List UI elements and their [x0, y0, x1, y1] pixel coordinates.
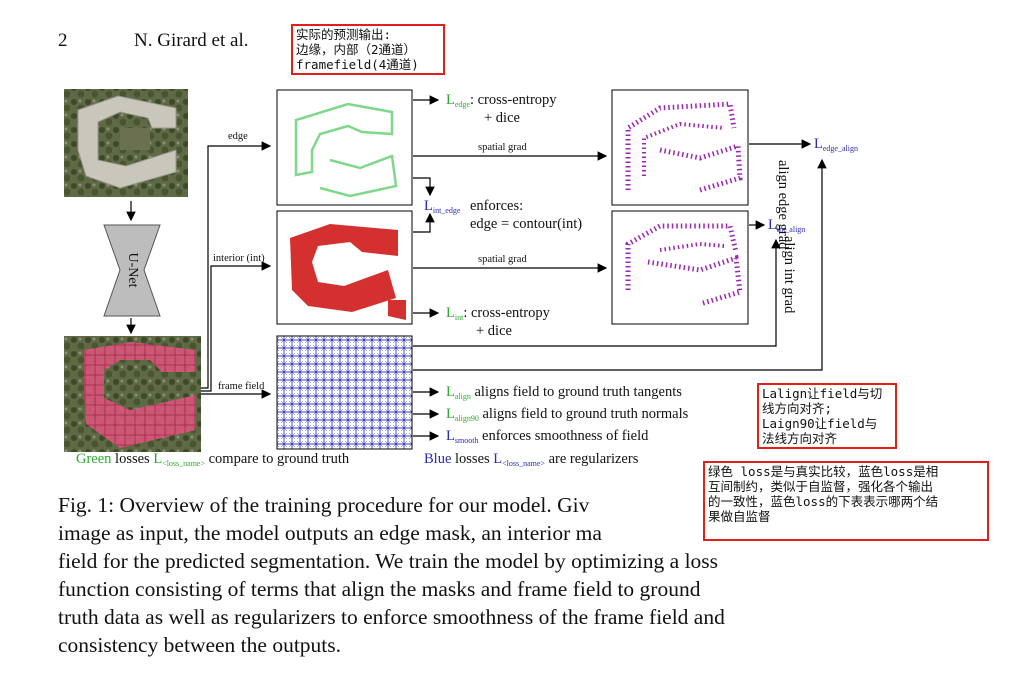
note-line: 互间制约，类似于自监督，强化各个输出 — [708, 479, 934, 494]
align-annotation-note: Lalign让field与切 线方向对齐; Laign90让field与 法线方… — [757, 383, 897, 449]
loss-int-line2: + dice — [476, 323, 512, 339]
loss-symbol: L — [446, 92, 455, 108]
legend-green: Green losses L<loss_name> compare to gro… — [76, 451, 349, 468]
loss-text: aligns field to ground truth tangents — [474, 384, 682, 400]
loss-annotation-note: 绿色 loss是与真实比较，蓝色loss是相 互间制约，类似于自监督，强化各个输… — [703, 461, 989, 541]
loss-int-edge-text: enforces: — [470, 198, 524, 214]
legend-text: compare to ground truth — [208, 451, 350, 467]
align-edge-grad-label: align edge grad — [775, 160, 791, 250]
figure-caption: Fig. 1: Overview of the training procedu… — [58, 491, 878, 659]
loss-edge-line2: + dice — [484, 110, 520, 126]
align-int-grad-label: align int grad — [781, 236, 797, 314]
loss-subscript: <loss_name> — [502, 459, 545, 468]
spatial-grad-label: spatial grad — [478, 142, 527, 153]
branch-label-edge: edge — [228, 131, 248, 142]
legend-word: Green — [76, 451, 112, 467]
loss-symbol: L — [493, 451, 503, 467]
loss-edge-align: Ledge_align — [814, 136, 858, 153]
loss-subscript: align — [454, 392, 471, 401]
loss-symbol: L — [446, 406, 455, 422]
loss-int-edge-text2: edge = contour(int) — [470, 216, 583, 232]
loss-align90: Lalign90 aligns field to ground truth no… — [446, 406, 688, 423]
note-line: 实际的预测输出: — [296, 27, 392, 42]
legend-text: losses — [115, 451, 150, 467]
loss-int-align: Lint_align — [768, 217, 805, 234]
legend-word: Blue — [424, 451, 452, 467]
unet-shape — [103, 224, 161, 317]
legend-blue: Blue losses L<loss_name> are regularizer… — [424, 451, 638, 468]
loss-int: Lint: cross-entropy — [446, 305, 550, 322]
spatial-grad-label: spatial grad — [478, 254, 527, 265]
page-number: 2 — [58, 30, 68, 51]
loss-symbol: L — [446, 428, 455, 444]
loss-edge: Ledge: cross-entropy — [446, 92, 557, 109]
note-line: Laign90让field与 — [762, 416, 878, 431]
caption-line: field for the predicted segmentation. We… — [58, 549, 719, 573]
edge-grad-image — [611, 89, 749, 206]
loss-symbol: L — [446, 384, 455, 400]
caption-line: Fig. 1: Overview of the training procedu… — [58, 493, 590, 517]
loss-int-edge: Lint_edge — [424, 198, 460, 215]
loss-align: Lalign aligns field to ground truth tang… — [446, 384, 682, 401]
branch-label-interior: interior (int) — [213, 253, 265, 264]
loss-text: aligns field to ground truth normals — [482, 406, 689, 422]
note-line: 的一致性，蓝色loss的下表表示哪两个结 — [708, 494, 939, 509]
frame-field-image — [276, 335, 413, 450]
branch-label-frame-field: frame field — [218, 381, 265, 392]
note-line: Lalign让field与切 — [762, 386, 883, 401]
caption-line: consistency between the outputs. — [58, 633, 342, 657]
legend-text: losses — [455, 451, 490, 467]
note-line: 法线方向对齐 — [762, 431, 838, 446]
loss-symbol: L — [424, 198, 433, 214]
loss-subscript: edge_align — [822, 144, 858, 153]
loss-text: enforces smoothness of field — [482, 428, 649, 444]
prediction-overlay-image — [64, 336, 201, 452]
note-line: 绿色 loss是与真实比较，蓝色loss是相 — [708, 464, 939, 479]
int-grad-image — [611, 210, 749, 325]
unet-label: U-Net — [125, 252, 140, 288]
note-line: 边缘，内部（2通道） — [296, 42, 417, 57]
loss-text: : cross-entropy — [463, 305, 550, 321]
figure-diagram — [64, 89, 827, 452]
loss-symbol: L — [153, 451, 163, 467]
interior-mask-image — [276, 210, 413, 325]
loss-smooth: Lsmooth enforces smoothness of field — [446, 428, 648, 445]
note-line: framefield(4通道) — [296, 57, 419, 72]
loss-subscript: edge — [454, 100, 470, 109]
loss-subscript: int_edge — [432, 206, 461, 215]
loss-text: : cross-entropy — [469, 92, 557, 108]
loss-subscript: int — [454, 313, 464, 322]
caption-line: function consisting of terms that align … — [58, 577, 701, 601]
legend-text: are regularizers — [548, 451, 639, 467]
loss-symbol: L — [814, 136, 823, 152]
loss-subscript: int_align — [776, 225, 806, 234]
caption-line: truth data as well as regularizers to en… — [58, 605, 725, 629]
note-line: 线方向对齐; — [762, 401, 833, 416]
aerial-image — [64, 89, 188, 197]
edge-mask-image — [276, 89, 413, 206]
note-line: 果做自监督 — [708, 509, 771, 524]
loss-symbol: L — [768, 217, 777, 233]
loss-symbol: L — [446, 305, 455, 321]
loss-subscript: <loss_name> — [162, 459, 205, 468]
loss-subscript: smooth — [454, 436, 479, 445]
top-annotation-note: 实际的预测输出: 边缘，内部（2通道） framefield(4通道) — [291, 24, 445, 75]
caption-line: image as input, the model outputs an edg… — [58, 521, 602, 545]
running-authors: N. Girard et al. — [134, 30, 249, 51]
loss-subscript: align90 — [454, 414, 479, 423]
